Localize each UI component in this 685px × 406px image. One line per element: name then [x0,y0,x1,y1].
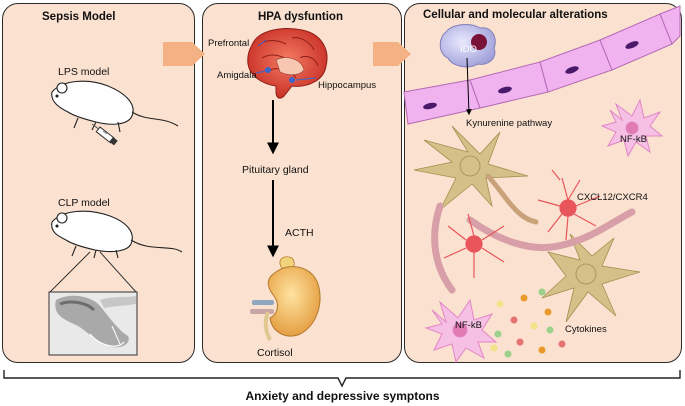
brain-illustration [247,28,328,99]
ido-to-kynurenine-arrow [465,57,472,116]
microglia-bottom-left [424,298,498,364]
astrocyte-cell-top [413,125,529,211]
amigdala-label: Amigdala [217,70,257,81]
microglia-top-right [600,98,664,158]
footer-brace [3,370,681,388]
kynurenine-pathway-label: Kynurenine pathway [466,118,553,129]
neuron-red-mid [443,213,505,278]
capillary-segment [431,202,456,294]
prefrontal-label: Prefrontal [208,38,250,49]
hpa-panel-title: HPA dysfuntion [258,11,343,23]
panel-transition-arrow [163,42,205,66]
panel-transition-arrow [373,42,411,66]
adrenal-kidney-illustration [250,256,321,341]
syringe-icon [91,123,118,146]
astrocyte-process [485,173,539,225]
acth-label: ACTH [285,227,314,239]
sepsis-panel-title: Sepsis Model [42,11,116,23]
lps-model-label: LPS model [58,66,110,78]
clp-mouse-illustration [51,210,183,259]
neuron-red-top [537,169,601,241]
endothelial-nuclei [423,41,639,110]
clp-model-label: CLP model [58,197,110,209]
ido-label: IDO [460,44,477,55]
ido-immune-cell [439,24,496,68]
nfkb-top-label: NF-kB [620,134,647,145]
nfkb-bottom-label: NF-kB [455,320,482,331]
pituitary-gland-label: Pituitary gland [242,164,309,176]
cxcl12-cxcr4-label: CXCL12/CXCR4 [577,192,648,203]
cecum-photo-inset [48,291,138,356]
cortisol-label: Cortisol [257,347,293,359]
cytokine-dots [490,288,566,358]
lps-mouse-illustration [51,80,179,133]
capillary-segment [466,208,636,252]
footer-label: Anxiety and depressive symptons [245,389,440,403]
cellular-panel-title: Cellular and molecular alterations [423,9,608,21]
cytokines-label: Cytokines [565,324,607,335]
hippocampus-label: Hippocampus [318,80,377,91]
